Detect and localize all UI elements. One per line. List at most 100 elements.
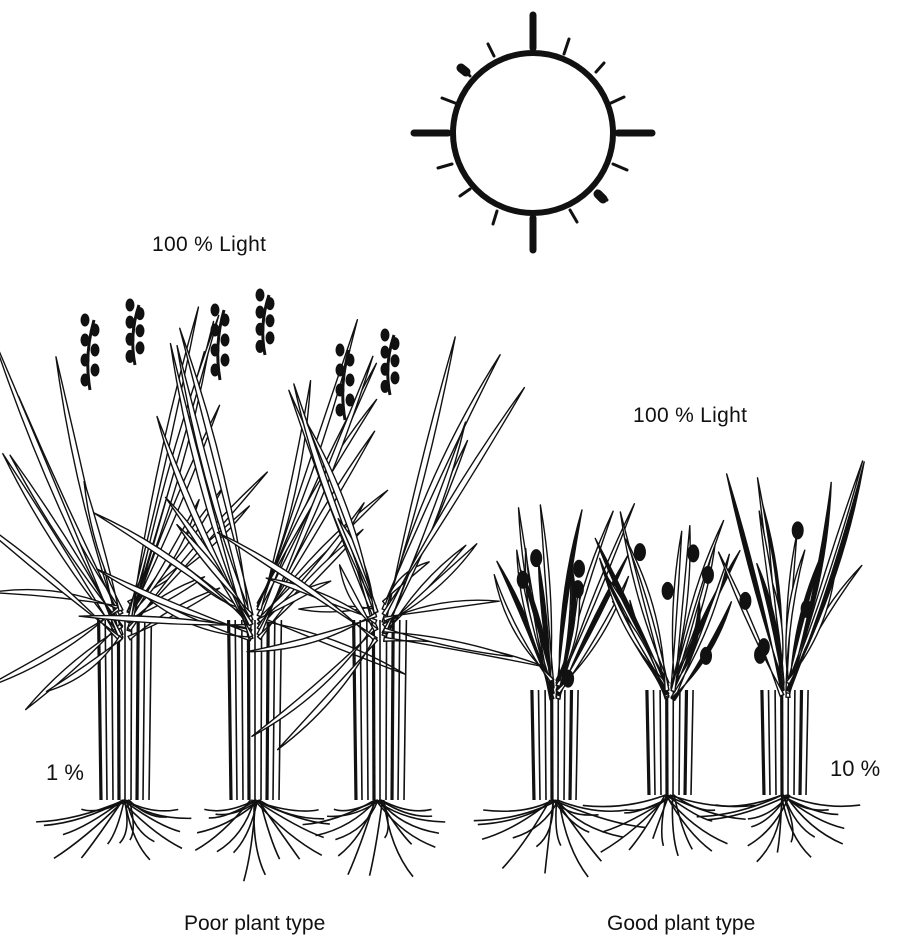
stem xyxy=(386,620,387,800)
stem xyxy=(647,690,649,795)
grain xyxy=(126,350,134,362)
grain-cluster xyxy=(700,647,712,665)
grain xyxy=(381,380,389,392)
grain xyxy=(391,338,399,350)
grain xyxy=(126,316,134,328)
stem xyxy=(539,690,541,800)
stem xyxy=(775,690,776,795)
grain-cluster xyxy=(662,582,674,600)
grain xyxy=(256,306,264,318)
grain xyxy=(211,304,219,316)
light-label-bottom-left: 1 % xyxy=(46,760,84,786)
grain xyxy=(91,324,99,336)
grain xyxy=(346,394,354,406)
stem xyxy=(800,690,802,795)
grain xyxy=(221,334,229,346)
grain-cluster xyxy=(634,543,646,561)
grain xyxy=(211,364,219,376)
grain-cluster xyxy=(573,560,585,578)
stem xyxy=(354,620,356,800)
grain-cluster xyxy=(758,638,770,656)
stem xyxy=(679,690,680,795)
grain xyxy=(256,289,264,301)
stem xyxy=(570,690,572,800)
grain-cluster xyxy=(801,600,813,618)
stem xyxy=(576,690,578,800)
grain xyxy=(81,354,89,366)
root xyxy=(54,800,125,858)
grain xyxy=(346,374,354,386)
grain xyxy=(126,333,134,345)
stem xyxy=(149,620,151,800)
grain-cluster xyxy=(530,549,542,567)
leaf xyxy=(10,455,123,628)
grain xyxy=(391,355,399,367)
grain-cluster xyxy=(792,521,804,539)
stem xyxy=(769,690,771,795)
caption-poor-plant-type: Poor plant type xyxy=(184,912,325,936)
leaf xyxy=(384,628,513,657)
stem xyxy=(392,620,393,800)
light-label-bottom-right: 10 % xyxy=(830,756,880,782)
stem xyxy=(242,620,243,800)
grain xyxy=(136,308,144,320)
good-plant xyxy=(474,504,646,877)
stem xyxy=(229,620,231,800)
stem xyxy=(248,620,249,800)
grain xyxy=(211,344,219,356)
grain xyxy=(336,364,344,376)
grain-cluster xyxy=(572,580,584,598)
grain xyxy=(81,334,89,346)
grain xyxy=(381,329,389,341)
root xyxy=(784,795,815,837)
leaf xyxy=(382,388,524,616)
stem xyxy=(118,620,119,800)
caption-good-plant-type: Good plant type xyxy=(607,912,755,936)
sun-icon xyxy=(414,15,652,250)
good-plant xyxy=(697,461,864,862)
stem xyxy=(99,620,101,800)
root xyxy=(258,800,300,859)
stem xyxy=(261,620,262,800)
root xyxy=(483,800,553,811)
root xyxy=(502,800,550,868)
grain xyxy=(91,344,99,356)
grain xyxy=(211,324,219,336)
stem xyxy=(762,690,764,795)
stem xyxy=(660,690,661,795)
grain xyxy=(266,298,274,310)
root xyxy=(129,800,133,840)
grain xyxy=(221,354,229,366)
stem xyxy=(360,620,362,800)
grain xyxy=(126,299,134,311)
stem xyxy=(398,620,400,800)
root xyxy=(384,800,413,877)
grain xyxy=(81,314,89,326)
grain xyxy=(256,340,264,352)
grain xyxy=(381,363,389,375)
light-label-top-left: 100 % Light xyxy=(152,233,266,257)
grain-cluster xyxy=(687,544,699,562)
grain xyxy=(91,364,99,376)
stem xyxy=(373,620,374,800)
grain xyxy=(391,372,399,384)
good-plant xyxy=(583,512,756,856)
grain xyxy=(81,374,89,386)
grain-cluster xyxy=(562,670,574,688)
grain-cluster xyxy=(517,571,529,589)
grain xyxy=(336,344,344,356)
stem xyxy=(532,690,534,800)
grain-cluster xyxy=(739,592,751,610)
stem xyxy=(794,690,795,795)
poor-plant-group xyxy=(0,289,546,881)
light-label-top-right: 100 % Light xyxy=(633,404,747,428)
stem xyxy=(545,690,546,800)
grain xyxy=(336,384,344,396)
stem xyxy=(105,620,107,800)
grain xyxy=(136,325,144,337)
root xyxy=(716,795,783,806)
grain xyxy=(266,315,274,327)
stem xyxy=(564,690,565,800)
grain xyxy=(136,342,144,354)
